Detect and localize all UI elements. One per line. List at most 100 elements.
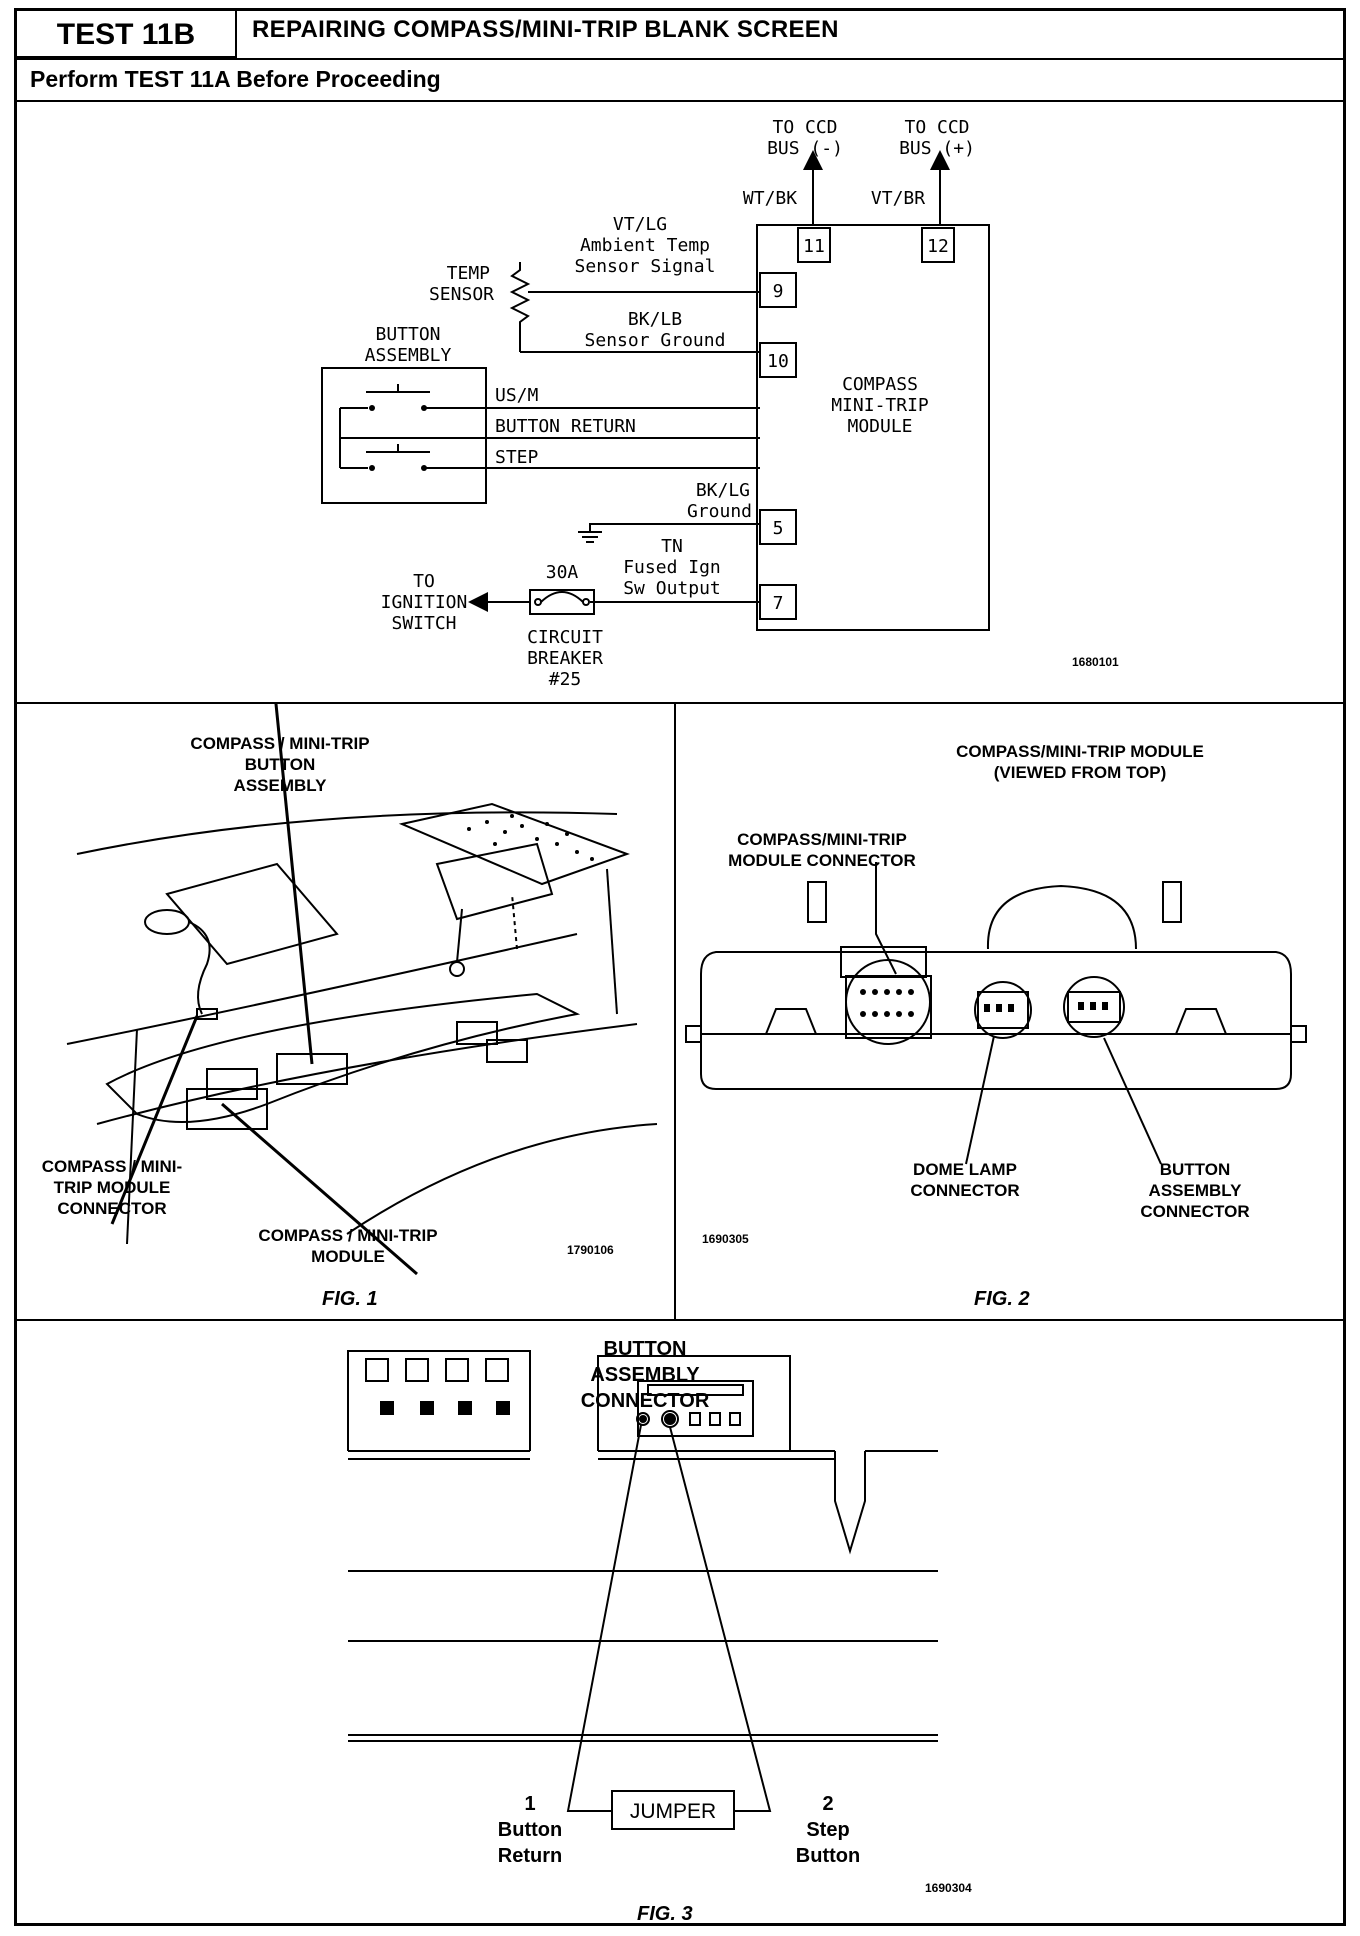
fig2-leader-module (875, 862, 897, 975)
jumper-wire-left (566, 1424, 642, 1812)
dome-lamp-connector-shape (977, 991, 1029, 1029)
fig2-module-connector-label: COMPASS/MINI-TRIP MODULE CONNECTOR (728, 830, 916, 870)
breaker-label-2: BREAKER (527, 648, 603, 669)
button-assembly-connector (597, 1355, 791, 1451)
fig1-illustration (66, 704, 658, 1276)
ccd-pos-label-2: BUS (+) (899, 138, 975, 159)
vtlg-label-1: VT/LG (613, 214, 667, 235)
button-assembly-connector-shape (1067, 991, 1121, 1023)
bklg-label-2: Ground (687, 501, 752, 522)
ccd-pos-label-1: TO CCD (904, 117, 969, 138)
visor-panel (165, 862, 339, 966)
breaker-label-1: CIRCUIT (527, 627, 603, 648)
fig2-dome-lamp-label: DOME LAMP CONNECTOR (910, 1160, 1020, 1200)
ignition-label-2: IGNITION (381, 592, 468, 613)
divider-middle (17, 702, 1343, 704)
bklg-label-1: BK/LG (696, 480, 750, 501)
wire-wtbk-label: WT/BK (743, 188, 797, 209)
divider-bottom (17, 1319, 1343, 1321)
pin-10-label: 10 (767, 351, 789, 372)
fig1-code: 1790106 (567, 1243, 614, 1257)
circuit-breaker-box (529, 589, 595, 615)
fig2-code: 1690305 (702, 1232, 749, 1246)
fig2-leader-button (1103, 1037, 1162, 1165)
ccd-neg-label-2: BUS (-) (767, 138, 843, 159)
left-connector (347, 1350, 531, 1451)
overhead-console (105, 992, 581, 1123)
module-connector-circle (845, 959, 931, 1045)
module-label-2: MINI-TRIP (831, 395, 929, 416)
module-box (756, 224, 990, 631)
temp-sensor-label-2: SENSOR (429, 284, 494, 305)
ccd-neg-label-1: TO CCD (772, 117, 837, 138)
jumper-box (611, 1790, 735, 1830)
pin-12-label: 12 (927, 236, 949, 257)
tn-label-2: Fused Ign (623, 557, 721, 578)
fig1-button-assembly-label: COMPASS / MINI-TRIP BUTTON ASSEMBLY (190, 734, 370, 795)
pin-10-box (759, 342, 797, 378)
module-shape (186, 1088, 268, 1130)
temp-sensor-label-1: TEMP (447, 263, 491, 284)
mount-bracket (435, 842, 554, 921)
pin-9-box (759, 272, 797, 308)
module-body (700, 951, 1292, 1090)
divider-top (17, 100, 1343, 102)
fig2-caption: FIG. 2 (974, 1288, 1030, 1310)
fig3-pin1-label: 1 Button Return (497, 1793, 563, 1867)
module-label-1: COMPASS (842, 374, 918, 395)
fig2-leader-dome (965, 1035, 995, 1165)
fig1-module-label: COMPASS / MINI-TRIP MODULE (258, 1226, 438, 1266)
breaker-element (540, 591, 584, 603)
pin-11-box (797, 227, 831, 263)
button-assembly-label-1: BUTTON (375, 324, 440, 345)
pin-12-box (921, 227, 955, 263)
usm-label: US/M (495, 385, 539, 406)
pin-7-label: 7 (773, 593, 784, 614)
fig2-illustration (685, 862, 1307, 1165)
ignition-label-1: TO (413, 571, 435, 592)
fig1-leader-connector (110, 1015, 199, 1225)
header-divider (17, 58, 1343, 60)
module-hump (986, 884, 1137, 950)
button-return-label: BUTTON RETURN (495, 416, 636, 437)
vtlg-label-3: Sensor Signal (575, 256, 716, 277)
wiring-schematic: TO CCD BUS (-) TO CCD BUS (+) WT/BK VT/B… (321, 117, 990, 690)
jumper-wire-right (669, 1426, 772, 1812)
module-label-3: MODULE (847, 416, 912, 437)
bklb-label-2: Sensor Ground (585, 330, 726, 351)
bklb-label-1: BK/LB (628, 309, 682, 330)
vtlg-label-2: Ambient Temp (580, 235, 710, 256)
divider-vertical (674, 702, 676, 1320)
ground-wire (589, 523, 760, 532)
dome-light (144, 909, 190, 935)
jumper-label: JUMPER (629, 1800, 717, 1823)
tn-label-3: Sw Output (623, 578, 721, 599)
page-frame (14, 8, 1346, 1926)
bracket-panel (398, 802, 630, 886)
page-title: REPAIRING COMPASS/MINI-TRIP BLANK SCREEN (252, 16, 839, 43)
fig3-caption: FIG. 3 (637, 1903, 693, 1925)
fig2-title: COMPASS/MINI-TRIP MODULE (VIEWED FROM TO… (956, 742, 1204, 782)
fig3-pin2-label: 2 Step Button (795, 1793, 861, 1867)
ignition-label-3: SWITCH (391, 613, 456, 634)
step-label: STEP (495, 447, 539, 468)
button-assembly-label-2: ASSEMBLY (365, 345, 452, 366)
pin-9-label: 9 (773, 281, 784, 302)
page-subtitle: Perform TEST 11A Before Proceeding (30, 66, 441, 92)
fig1-leader-button (274, 704, 314, 1065)
fig1-caption: FIG. 1 (322, 1288, 378, 1310)
tn-label-1: TN (661, 536, 683, 557)
fig1-connector-label: COMPASS / MINI- TRIP MODULE CONNECTOR (41, 1157, 183, 1218)
schematic-code: 1680101 (1072, 655, 1119, 669)
pin-5-label: 5 (773, 518, 784, 539)
fig3-illustration (347, 1350, 938, 1830)
temp-sensor-resistor (509, 262, 531, 352)
fig2-button-assembly-label: BUTTON ASSEMBLY CONNECTOR (1140, 1160, 1250, 1221)
pin-5-box (759, 509, 797, 545)
amp-label: 30A (546, 562, 579, 583)
fig3-title: BUTTON ASSEMBLY CONNECTOR (580, 1338, 710, 1412)
button-assembly-box (321, 367, 487, 504)
wire-vtbr-label: VT/BR (871, 188, 925, 209)
test-id: TEST 11B (17, 11, 237, 58)
screw (449, 961, 465, 977)
